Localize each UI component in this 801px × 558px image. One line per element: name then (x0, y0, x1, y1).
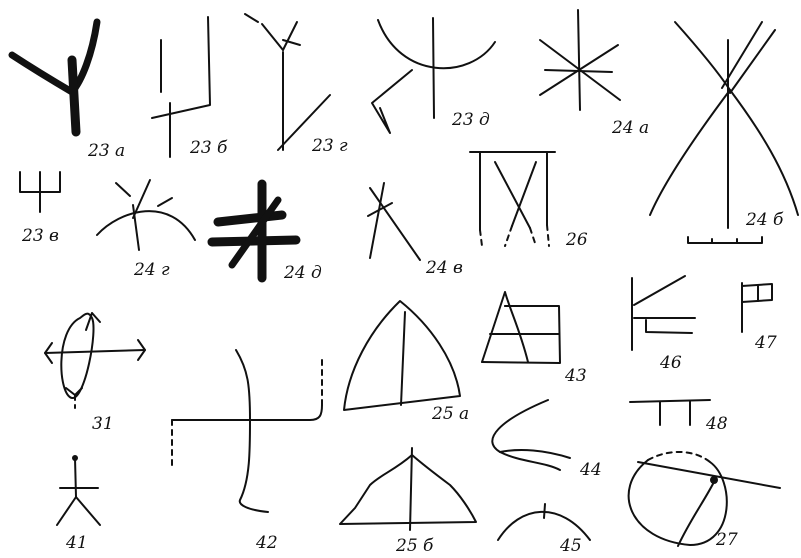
sign-45 (498, 504, 590, 540)
sign-43 (482, 292, 560, 363)
sign-23a (12, 22, 97, 132)
label-31: 31 (92, 416, 114, 433)
label-23d: 23 д (452, 112, 490, 129)
label-27: 27 (716, 532, 738, 549)
label-24b: 24 б (746, 212, 783, 229)
label-24v: 24 в (426, 260, 463, 277)
sign-42 (172, 350, 322, 512)
sign-26 (470, 152, 555, 246)
sign-23b (152, 17, 210, 157)
label-24g: 24 г (134, 262, 170, 279)
sign-48 (630, 400, 710, 425)
label-25a: 25 а (432, 406, 469, 423)
sign-27 (629, 452, 780, 546)
label-23v: 23 в (22, 228, 59, 245)
label-41: 41 (66, 535, 88, 552)
label-43: 43 (565, 368, 587, 385)
label-23b: 23 б (190, 140, 227, 157)
label-46: 46 (660, 355, 682, 372)
label-48: 48 (706, 416, 728, 433)
label-24a: 24 а (612, 120, 649, 137)
label-44: 44 (580, 462, 602, 479)
sign-44 (492, 400, 570, 470)
sign-23g (245, 14, 330, 150)
sign-25b (340, 448, 476, 530)
sign-47 (742, 283, 772, 332)
label-23g: 23 г (312, 138, 348, 155)
label-47: 47 (755, 335, 777, 352)
sign-25a (344, 301, 460, 410)
sign-23v (20, 172, 60, 212)
label-45: 45 (560, 538, 582, 555)
sign-24a (540, 10, 620, 110)
label-24d: 24 д (284, 265, 322, 282)
sign-24v (368, 183, 420, 260)
label-42: 42 (256, 535, 278, 552)
label-25b: 25 б (396, 538, 433, 555)
sign-41 (57, 455, 100, 525)
label-23a: 23 a (88, 143, 125, 160)
label-26: 26 (566, 232, 588, 249)
sign-24g (97, 180, 195, 250)
sign-46 (632, 276, 695, 350)
sign-31 (45, 313, 145, 408)
